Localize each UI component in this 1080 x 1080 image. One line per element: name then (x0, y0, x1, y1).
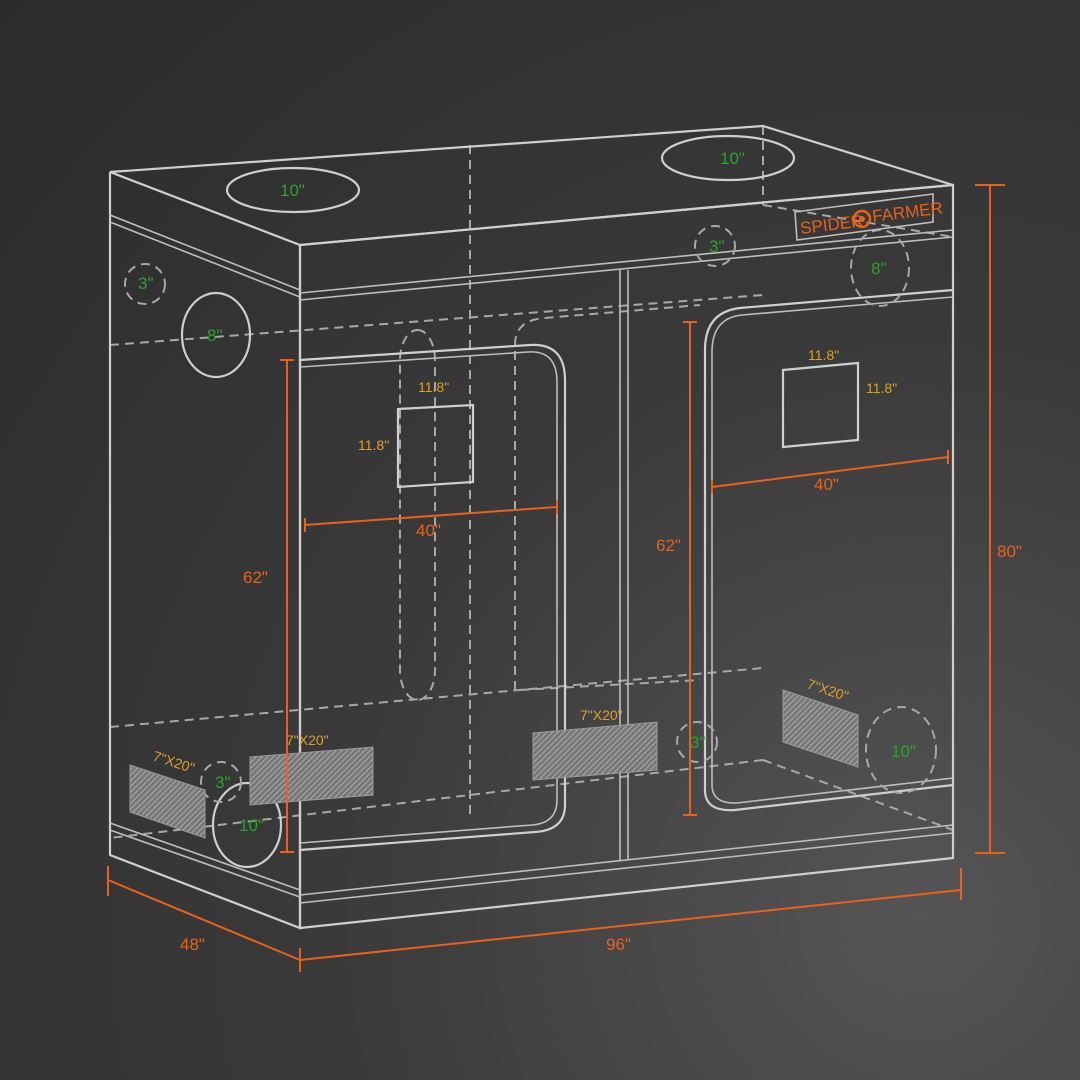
window-right (781, 361, 860, 449)
side-bottom-10-port-label: 10" (239, 816, 264, 835)
door-height-right-label: 62" (656, 536, 681, 555)
door-width-right-label: 40" (814, 475, 839, 494)
back-right-vent (782, 689, 859, 768)
window-right-height-label: 11.8" (866, 380, 897, 396)
back-3-top-port-label: 3" (709, 237, 725, 256)
side-bottom-10-port (211, 781, 283, 869)
side-8-port (180, 291, 252, 379)
front-mid-vent-label: 7"X20" (580, 707, 623, 723)
back-10-port (865, 706, 937, 794)
side-vent (129, 764, 206, 839)
side-bottom-3-port (200, 761, 242, 803)
back-3-bottom-port (676, 721, 718, 763)
side-vent-label: 7"X20" (151, 748, 197, 776)
top-right-port (660, 134, 796, 182)
side-3-port-label: 3" (138, 274, 154, 293)
front-left-vent (249, 746, 374, 806)
top-left-port-label: 10" (280, 181, 305, 200)
door-width-left-label: 40" (416, 521, 441, 540)
side-bottom-3-port-label: 3" (215, 773, 231, 792)
tent-body (108, 124, 955, 930)
front-mid-vent (532, 721, 658, 781)
back-3-bottom-port-label: 3" (690, 733, 706, 752)
back-3-top-port (694, 225, 736, 267)
window-right-width-label: 11.8" (808, 347, 839, 363)
side-3-port (124, 263, 166, 305)
vents (129, 689, 859, 839)
window-left-width-label: 11.8" (418, 379, 449, 395)
hidden-edges (109, 126, 954, 839)
back-10-port-label: 10" (891, 742, 916, 761)
ports (124, 134, 937, 869)
back-8-port (850, 229, 910, 307)
depth-label: 48" (180, 935, 205, 954)
window-left (396, 403, 475, 489)
top-right-port-label: 10" (720, 149, 745, 168)
side-8-port-label: 8" (207, 326, 223, 345)
front-left-vent-label: 7"X20" (286, 732, 329, 748)
height-label: 80" (997, 542, 1022, 561)
width-label: 96" (606, 935, 631, 954)
top-left-port (225, 166, 361, 214)
dimension-lines (107, 184, 1005, 972)
spider-icon (852, 209, 872, 229)
window-left-height-label: 11.8" (358, 437, 389, 453)
back-8-port-label: 8" (871, 259, 887, 278)
door-height-left-label: 62" (243, 568, 268, 587)
